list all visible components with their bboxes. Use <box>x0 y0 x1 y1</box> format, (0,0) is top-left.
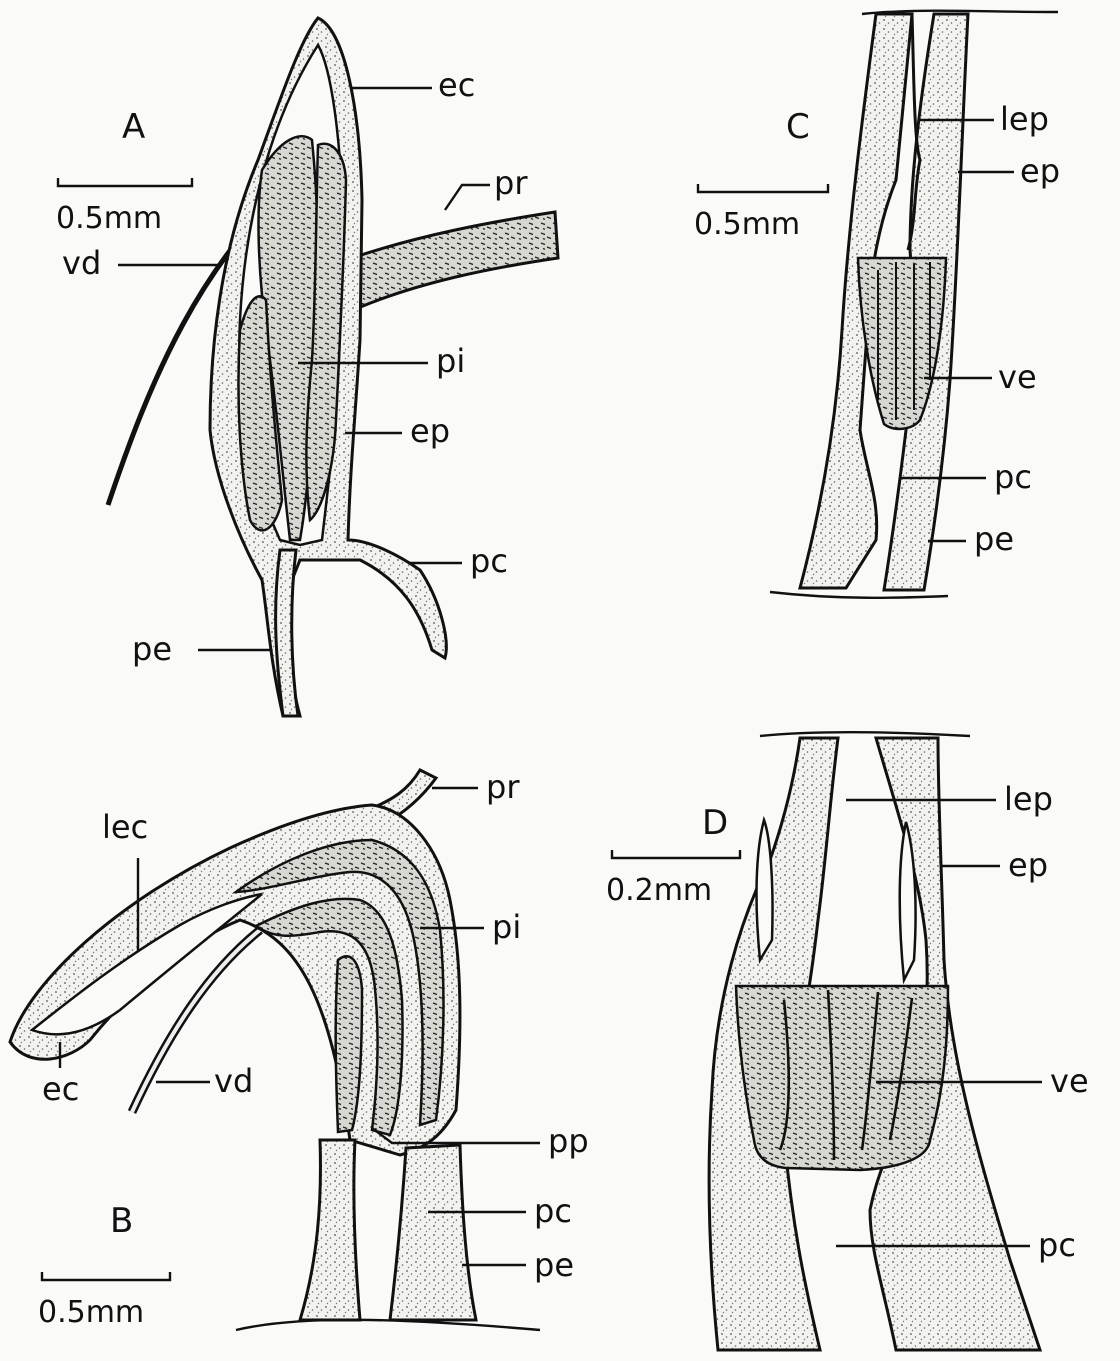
panel-a-label-vd: vd <box>62 244 101 282</box>
panel-a-penial-retractor <box>352 212 558 308</box>
panel-d-scale-bar: 0.2mm <box>606 850 740 908</box>
panel-b-label-pp: pp <box>548 1122 589 1160</box>
panel-c-title: C <box>786 107 810 147</box>
panel-a-label-pc: pc <box>470 542 508 580</box>
panel-b-label-vd: vd <box>214 1062 253 1100</box>
panel-d-scale-label: 0.2mm <box>606 873 712 908</box>
panel-c-scale-bar: 0.5mm <box>694 184 828 242</box>
panel-d: D 0.2mm lep ep ve pc <box>606 732 1089 1350</box>
panel-b-label-ec: ec <box>42 1070 79 1108</box>
panel-b-scale-label: 0.5mm <box>38 1295 144 1330</box>
panel-a-label-ep: ep <box>410 412 450 450</box>
panel-c-label-pe: pe <box>974 520 1014 558</box>
panel-a-label-pr: pr <box>494 164 528 202</box>
panel-a-label-ec: ec <box>438 66 475 104</box>
panel-b-scale-bar: 0.5mm <box>38 1272 170 1330</box>
panel-b: B 0.5mm pr lec pi ec vd pp pc <box>10 768 589 1330</box>
panel-a-scale-label: 0.5mm <box>56 201 162 236</box>
panel-a: A 0.5mm ec pr vd pi ep pc pe <box>56 18 558 716</box>
panel-d-label-pc: pc <box>1038 1226 1076 1264</box>
panel-d-title: D <box>702 803 728 843</box>
panel-d-verge <box>736 986 948 1170</box>
panel-b-title: B <box>110 1201 133 1241</box>
panel-d-label-ve: ve <box>1050 1062 1089 1100</box>
panel-b-label-pc: pc <box>534 1192 572 1230</box>
panel-b-penial-canal <box>390 1145 476 1320</box>
panel-d-label-ep: ep <box>1008 846 1048 884</box>
panel-a-label-pi: pi <box>436 342 465 380</box>
panel-b-label-pi: pi <box>492 908 521 946</box>
panel-a-label-pe: pe <box>132 630 172 668</box>
panel-c-label-pc: pc <box>994 458 1032 496</box>
panel-c-label-lep: lep <box>1000 100 1049 138</box>
panel-b-penis <box>300 1140 360 1320</box>
panel-c-label-ep: ep <box>1020 152 1060 190</box>
panel-a-title: A <box>122 107 145 147</box>
panel-c-label-ve: ve <box>998 358 1037 396</box>
panel-d-label-lep: lep <box>1004 780 1053 818</box>
panel-b-label-pe: pe <box>534 1246 574 1284</box>
panel-a-scale-bar: 0.5mm <box>56 178 192 236</box>
panel-a-penial-canal-lip <box>276 550 298 716</box>
panel-b-label-pr: pr <box>486 768 520 806</box>
panel-c: C 0.5mm lep ep ve pc pe <box>694 11 1060 598</box>
panel-c-scale-label: 0.5mm <box>694 207 800 242</box>
panel-b-label-lec: lec <box>102 808 148 846</box>
